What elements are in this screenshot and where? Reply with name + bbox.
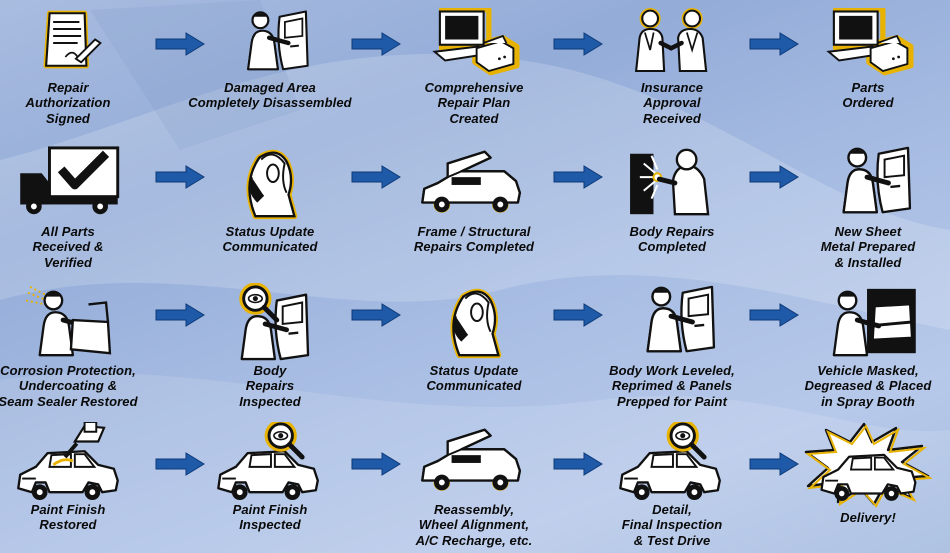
process-step: Insurance Approval Received bbox=[577, 8, 767, 126]
arrow-right-icon bbox=[351, 165, 401, 189]
arrow-right-icon bbox=[553, 452, 603, 476]
flow-arrow bbox=[748, 32, 800, 56]
arrow-right-icon bbox=[749, 32, 799, 56]
process-step-label: Reassembly, Wheel Alignment, A/C Recharg… bbox=[415, 502, 533, 548]
flow-arrow bbox=[748, 165, 800, 189]
flow-arrow bbox=[154, 32, 206, 56]
car-hood-open-icon bbox=[421, 150, 521, 214]
process-step-label: Parts Ordered bbox=[842, 80, 894, 111]
process-step: Body Work Leveled, Reprimed & Panels Pre… bbox=[577, 283, 767, 409]
mechanic-door-icon bbox=[617, 283, 716, 361]
arrow-right-icon bbox=[749, 303, 799, 327]
process-step-label: Comprehensive Repair Plan Created bbox=[424, 80, 524, 126]
arrow-right-icon bbox=[553, 32, 603, 56]
process-step: Reassembly, Wheel Alignment, A/C Recharg… bbox=[379, 422, 569, 548]
inspect-mechanic-icon bbox=[215, 283, 310, 361]
process-step-label: Body Repairs Completed bbox=[629, 224, 715, 255]
flow-arrow bbox=[350, 452, 402, 476]
handshake-icon bbox=[634, 8, 708, 73]
flow-arrow bbox=[748, 452, 800, 476]
flow-arrow bbox=[350, 303, 402, 327]
process-step-label: Status Update Communicated bbox=[426, 363, 522, 394]
process-step-label: Detail, Final Inspection & Test Drive bbox=[621, 502, 723, 548]
process-step: Comprehensive Repair Plan Created bbox=[379, 8, 569, 126]
process-step: Parts Ordered bbox=[773, 8, 950, 111]
mechanic-door-icon bbox=[813, 144, 912, 222]
process-step: Body Repairs Completed bbox=[577, 144, 767, 255]
process-step: Repair Authorization Signed bbox=[0, 8, 163, 126]
starburst-car-icon bbox=[804, 422, 932, 508]
checkmark-truck-icon bbox=[20, 146, 120, 215]
mechanic-door-icon bbox=[215, 8, 309, 78]
arrow-right-icon bbox=[155, 452, 205, 476]
process-step-label: Paint Finish Restored bbox=[30, 502, 106, 533]
flow-arrow bbox=[154, 303, 206, 327]
arrow-right-icon bbox=[155, 32, 205, 56]
welder-icon bbox=[630, 148, 710, 216]
flow-arrow bbox=[350, 32, 402, 56]
process-step: Paint Finish Restored bbox=[0, 422, 163, 533]
flow-arrow bbox=[154, 452, 206, 476]
process-step: Delivery! bbox=[773, 422, 950, 525]
arrow-right-icon bbox=[351, 303, 401, 327]
flow-arrow bbox=[154, 165, 206, 189]
arrow-right-icon bbox=[155, 165, 205, 189]
paint-gun-car-icon bbox=[17, 422, 119, 500]
process-step: Corrosion Protection, Undercoating & Sea… bbox=[0, 283, 163, 409]
process-step: Damaged Area Completely Disassembled bbox=[175, 8, 365, 111]
computer-printer-icon bbox=[433, 8, 520, 76]
process-step-label: Status Update Communicated bbox=[222, 224, 318, 255]
arrow-right-icon bbox=[553, 165, 603, 189]
computer-printer-icon bbox=[827, 8, 914, 76]
flow-arrow bbox=[552, 165, 604, 189]
flow-arrow bbox=[552, 303, 604, 327]
process-step-label: Insurance Approval Received bbox=[640, 80, 704, 126]
arrow-right-icon bbox=[553, 303, 603, 327]
process-step: Detail, Final Inspection & Test Drive bbox=[577, 422, 767, 548]
arrow-right-icon bbox=[749, 452, 799, 476]
flow-arrow bbox=[552, 32, 604, 56]
arrow-right-icon bbox=[155, 303, 205, 327]
process-step-label: New Sheet Metal Prepared & Installed bbox=[820, 224, 916, 270]
document-sign-icon bbox=[43, 10, 102, 69]
process-step-label: Damaged Area Completely Disassembled bbox=[188, 80, 352, 111]
arrow-right-icon bbox=[749, 165, 799, 189]
flow-arrow bbox=[748, 303, 800, 327]
process-step-label: Corrosion Protection, Undercoating & Sea… bbox=[0, 363, 138, 409]
process-step: Vehicle Masked, Degreased & Placed in Sp… bbox=[773, 283, 950, 409]
process-step-label: Paint Finish Inspected bbox=[232, 502, 308, 533]
process-step-label: All Parts Received & Verified bbox=[32, 224, 104, 270]
process-step: Status Update Communicated bbox=[175, 144, 365, 255]
process-step-label: Repair Authorization Signed bbox=[25, 80, 111, 126]
flow-arrow bbox=[350, 165, 402, 189]
magnifier-car-icon bbox=[619, 422, 721, 500]
magnifier-car-icon bbox=[217, 422, 319, 500]
process-step-label: Delivery! bbox=[840, 510, 896, 525]
spray-booth-icon bbox=[813, 288, 916, 361]
process-step: New Sheet Metal Prepared & Installed bbox=[773, 144, 950, 270]
process-step-label: Vehicle Masked, Degreased & Placed in Sp… bbox=[804, 363, 932, 409]
flow-arrow bbox=[552, 452, 604, 476]
process-step: All Parts Received & Verified bbox=[0, 144, 163, 270]
arrow-right-icon bbox=[351, 32, 401, 56]
process-step: Paint Finish Inspected bbox=[175, 422, 365, 533]
spray-undercoat-icon bbox=[25, 286, 112, 361]
process-step-label: Frame / Structural Repairs Completed bbox=[413, 224, 535, 255]
phone-call-icon bbox=[450, 288, 502, 359]
car-hood-open-icon bbox=[421, 428, 521, 492]
process-step: Body Repairs Inspected bbox=[175, 283, 365, 409]
process-step-label: Body Work Leveled, Reprimed & Panels Pre… bbox=[609, 363, 735, 409]
phone-call-icon bbox=[246, 149, 298, 220]
process-step: Frame / Structural Repairs Completed bbox=[379, 144, 569, 255]
process-step-label: Body Repairs Inspected bbox=[239, 363, 301, 409]
process-step: Status Update Communicated bbox=[379, 283, 569, 394]
arrow-right-icon bbox=[351, 452, 401, 476]
